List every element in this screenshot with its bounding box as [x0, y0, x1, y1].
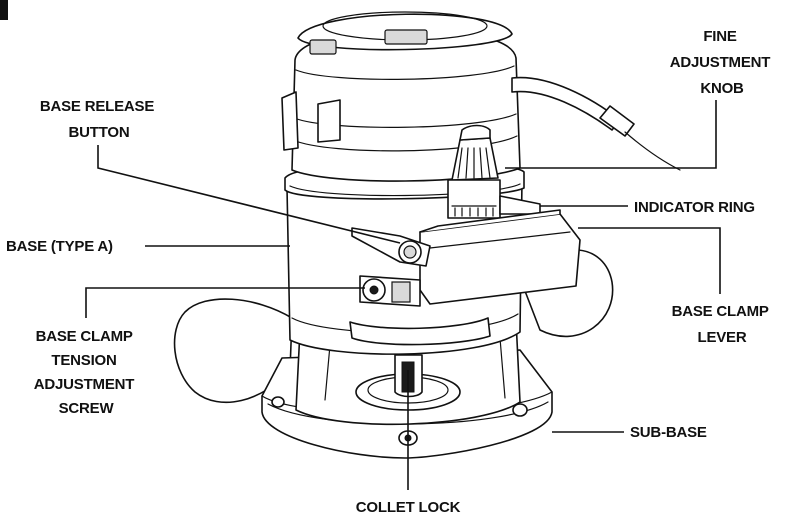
label-base-type-a: BASE (TYPE A) — [6, 238, 113, 255]
left-handle — [173, 298, 293, 404]
label-collet-lock: COLLET LOCK — [356, 499, 461, 516]
leader-fine-adjustment-knob — [505, 100, 717, 169]
label-indicator-ring: INDICATOR RING — [634, 199, 755, 216]
label-base-clamp-tension-adjustment-screw: BASE CLAMP TENSION ADJUSTMENT SCREW — [34, 328, 138, 417]
leader-base-release-button — [97, 145, 401, 244]
label-sub-base: SUB-BASE — [630, 424, 707, 441]
leader-lines — [85, 100, 721, 490]
router-illustration — [173, 11, 681, 459]
label-fine-adjustment-knob: FINE ADJUSTMENT KNOB — [670, 28, 774, 97]
power-cord — [511, 76, 621, 131]
label-base-clamp-lever: BASE CLAMP LEVER — [672, 303, 773, 346]
corner-mark — [0, 0, 8, 20]
callout-labels: FINE ADJUSTMENT KNOB BASE RELEASE BUTTON… — [6, 28, 774, 516]
fine-adjustment-knob-shape — [447, 124, 501, 219]
tension-screw-shape — [359, 275, 421, 307]
leader-base-clamp-lever — [578, 227, 721, 294]
leader-base-clamp-tension-screw — [85, 287, 365, 318]
label-base-release-button: BASE RELEASE BUTTON — [40, 98, 158, 141]
